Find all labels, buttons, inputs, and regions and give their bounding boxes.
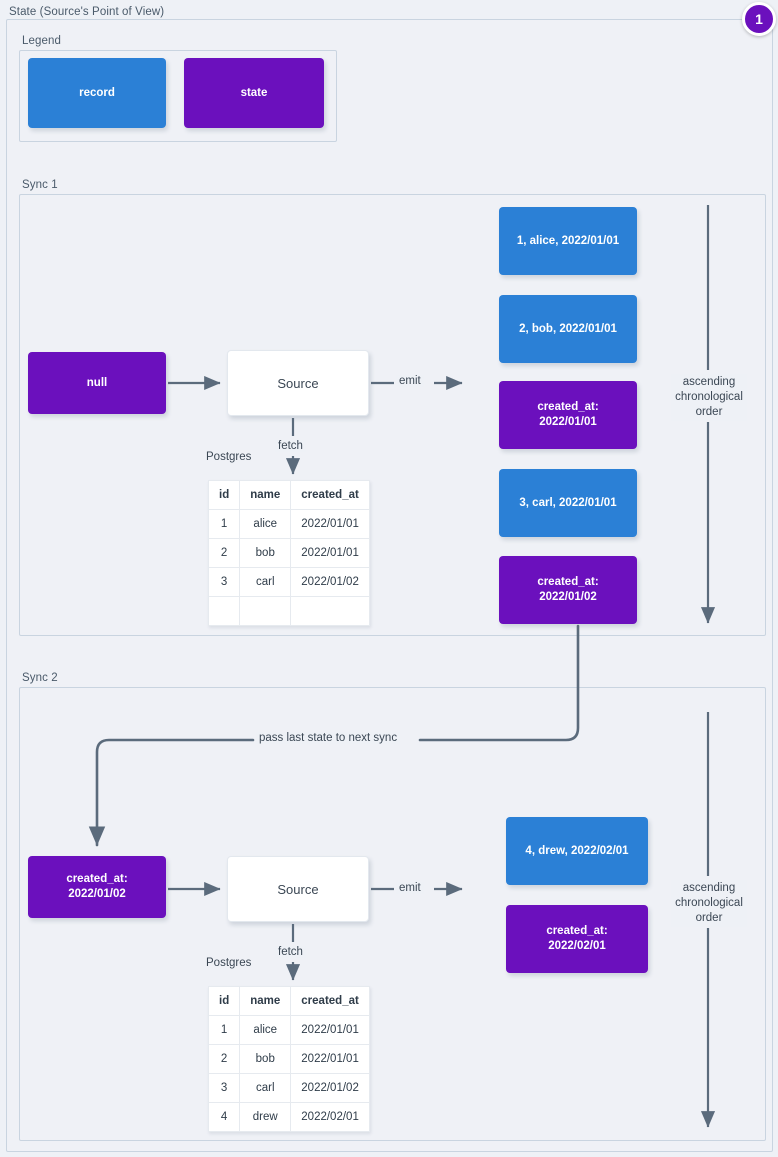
cell-created-at: 2022/01/02 (290, 567, 370, 597)
page-title: State (Source's Point of View) (9, 6, 165, 18)
sync1-emitted-record-2: 2, bob, 2022/01/01 (499, 295, 637, 363)
column-header-id: id (207, 986, 241, 1016)
sync1-emitted-record-1: 1, alice, 2022/01/01 (499, 207, 637, 275)
sync2-postgres-table: id name created_at 1 alice 2022/01/01 2 … (207, 986, 370, 1132)
sync1-emit-label: emit (396, 375, 424, 387)
sync2-label: Sync 2 (22, 672, 58, 684)
cell-id (207, 596, 241, 626)
sync1-source-node: Source (227, 350, 369, 416)
table-row: 3 carl 2022/01/02 (207, 1073, 370, 1103)
cell-name: alice (239, 1015, 292, 1045)
cell-name: carl (239, 567, 292, 597)
cell-name: carl (239, 1073, 292, 1103)
cell-id: 2 (207, 538, 241, 568)
sync1-label: Sync 1 (22, 179, 58, 191)
table-header-row: id name created_at (207, 480, 370, 510)
cell-created-at: 2022/01/01 (290, 509, 370, 539)
pass-state-label: pass last state to next sync (256, 732, 401, 744)
table-row: 1 alice 2022/01/01 (207, 509, 370, 539)
cell-created-at: 2022/01/01 (290, 538, 370, 568)
sync1-postgres-table: id name created_at 1 alice 2022/01/01 2 … (207, 480, 370, 626)
cell-created-at: 2022/01/01 (290, 1015, 370, 1045)
sync1-input-state-node: null (28, 352, 166, 414)
legend-label: Legend (22, 35, 61, 47)
cell-created-at (290, 596, 370, 626)
sync2-fetch-label: fetch (275, 946, 306, 958)
sync2-order-label: ascending chronological order (671, 880, 747, 927)
sync2-postgres-label: Postgres (206, 957, 252, 969)
legend-item-state: state (184, 58, 324, 128)
sync1-order-label: ascending chronological order (671, 374, 747, 421)
column-header-name: name (239, 986, 292, 1016)
sync1-fetch-label: fetch (275, 440, 306, 452)
cell-created-at: 2022/02/01 (290, 1102, 370, 1132)
column-header-name: name (239, 480, 292, 510)
cell-id: 1 (207, 1015, 241, 1045)
sync2-input-state-node: created_at: 2022/01/02 (28, 856, 166, 918)
cell-name: bob (239, 1044, 292, 1074)
cell-name: drew (239, 1102, 292, 1132)
sync1-emitted-record-3: 3, carl, 2022/01/01 (499, 469, 637, 537)
table-row-empty (207, 596, 370, 626)
sync2-source-node: Source (227, 856, 369, 922)
sync2-emit-label: emit (396, 882, 424, 894)
sync1-emitted-state-1: created_at: 2022/01/01 (499, 381, 637, 449)
sync1-emitted-state-2: created_at: 2022/01/02 (499, 556, 637, 624)
cell-id: 3 (207, 1073, 241, 1103)
column-header-created-at: created_at (290, 986, 370, 1016)
sync1-group-frame (19, 194, 766, 636)
column-header-id: id (207, 480, 241, 510)
sync1-postgres-label: Postgres (206, 451, 252, 463)
legend-item-record: record (28, 58, 166, 128)
table-header-row: id name created_at (207, 986, 370, 1016)
table-row: 2 bob 2022/01/01 (207, 1044, 370, 1074)
cell-id: 2 (207, 1044, 241, 1074)
sync2-emitted-state-1: created_at: 2022/02/01 (506, 905, 648, 973)
cell-id: 4 (207, 1102, 241, 1132)
sync2-emitted-record-1: 4, drew, 2022/02/01 (506, 817, 648, 885)
cell-created-at: 2022/01/01 (290, 1044, 370, 1074)
column-header-created-at: created_at (290, 480, 370, 510)
step-badge[interactable]: 1 (742, 2, 776, 36)
table-row: 3 carl 2022/01/02 (207, 567, 370, 597)
table-row: 1 alice 2022/01/01 (207, 1015, 370, 1045)
cell-name (239, 596, 292, 626)
table-row: 4 drew 2022/02/01 (207, 1102, 370, 1132)
cell-created-at: 2022/01/02 (290, 1073, 370, 1103)
